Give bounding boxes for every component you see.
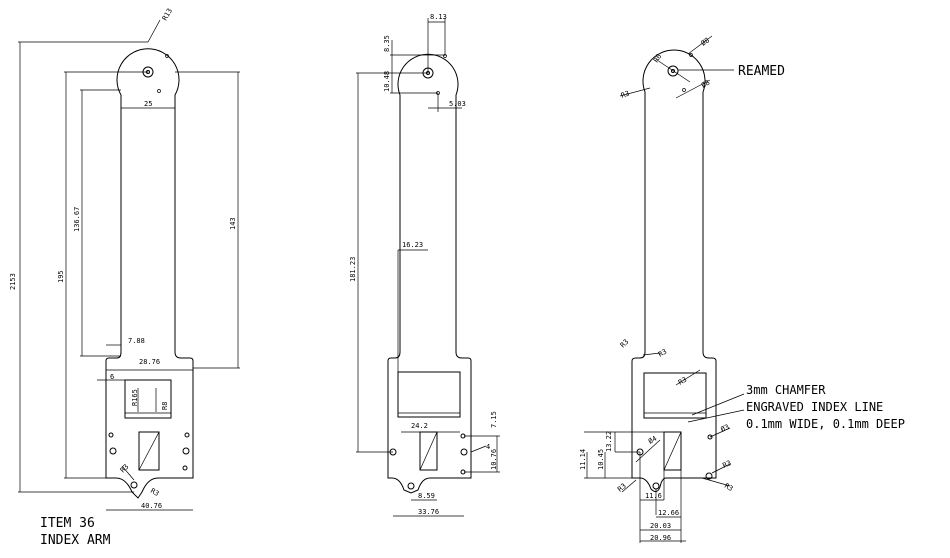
dim-4: 4 (486, 443, 490, 451)
dim-11-6: 11.6 (645, 492, 662, 500)
dim-143: 143 (229, 217, 237, 230)
dim-r3-b1: R3 (616, 482, 628, 494)
dim-20-03: 20.03 (650, 522, 671, 530)
dim-r3-b3: R3 (723, 482, 734, 493)
dim-10-76: 10.76 (490, 449, 498, 470)
dim-r3-m3: R3 (677, 376, 688, 387)
dim-11-14: 11.14 (579, 449, 587, 470)
dim-20-96: 20.96 (650, 534, 671, 542)
dim-r165: R165 (131, 389, 139, 406)
dim-33-76: 33.76 (418, 508, 439, 516)
dim-7-15: 7.15 (490, 411, 498, 428)
dim-8-13: 8.13 (430, 13, 447, 21)
dim-28-76: 28.76 (139, 358, 160, 366)
dim-r8: R8 (161, 402, 169, 410)
view-3: R6 Ø8 Ø8 R3 R3 R3 R3 11.14 10.45 13.22 Ø… (579, 35, 905, 543)
dim-r3-m2: R3 (657, 348, 668, 359)
dim-12-66: 12.66 (658, 509, 679, 517)
dim-136-67: 136.67 (73, 207, 81, 232)
view-1: R13 25 2153 195 136.67 143 7.88 28.76 6 … (9, 7, 240, 548)
dim-24-2: 24.2 (411, 422, 428, 430)
dim-dia4: Ø4 (647, 435, 658, 446)
dim-r3-b2: R3 (721, 459, 732, 470)
dim-2153: 2153 (9, 273, 17, 290)
dim-10-48: 10.48 (383, 71, 391, 92)
title-line-2: INDEX ARM (40, 533, 111, 548)
dim-13-22: 13.22 (605, 431, 613, 452)
dim-dia3: Ø3 (719, 423, 730, 434)
dim-8-35: 8.35 (383, 35, 391, 52)
dim-r3-a: R3 (119, 463, 131, 475)
dim-10-45: 10.45 (597, 449, 605, 470)
dim-5-03: 5.03 (449, 100, 466, 108)
note-chamfer: 3mm CHAMFER (746, 383, 826, 397)
dim-dia8-a: Ø8 (700, 36, 712, 47)
dim-8-59: 8.59 (418, 492, 435, 500)
dim-r3-b: R3 (149, 487, 160, 498)
title-line-1: ITEM 36 (40, 516, 95, 531)
dim-dia8-b: Ø8 (700, 79, 711, 90)
note-engraved: ENGRAVED INDEX LINE (746, 400, 883, 414)
dim-25: 25 (144, 100, 152, 108)
note-reamed: REAMED (738, 64, 785, 79)
dim-7-88: 7.88 (128, 337, 145, 345)
view-2: 8.13 8.35 10.48 5.03 16.23 181.23 24.2 7… (349, 13, 500, 517)
dim-16-23: 16.23 (402, 241, 423, 249)
dim-r13: R13 (161, 7, 174, 22)
dim-6: 6 (110, 373, 114, 381)
note-spec: 0.1mm WIDE, 0.1mm DEEP (746, 417, 905, 431)
dim-181-23: 181.23 (349, 257, 357, 282)
dim-r3-top: R3 (620, 89, 631, 99)
dim-40-76: 40.76 (141, 502, 162, 510)
dim-r6: R6 (652, 53, 663, 65)
dim-r3-m1: R3 (619, 338, 631, 350)
dim-195: 195 (57, 270, 65, 283)
